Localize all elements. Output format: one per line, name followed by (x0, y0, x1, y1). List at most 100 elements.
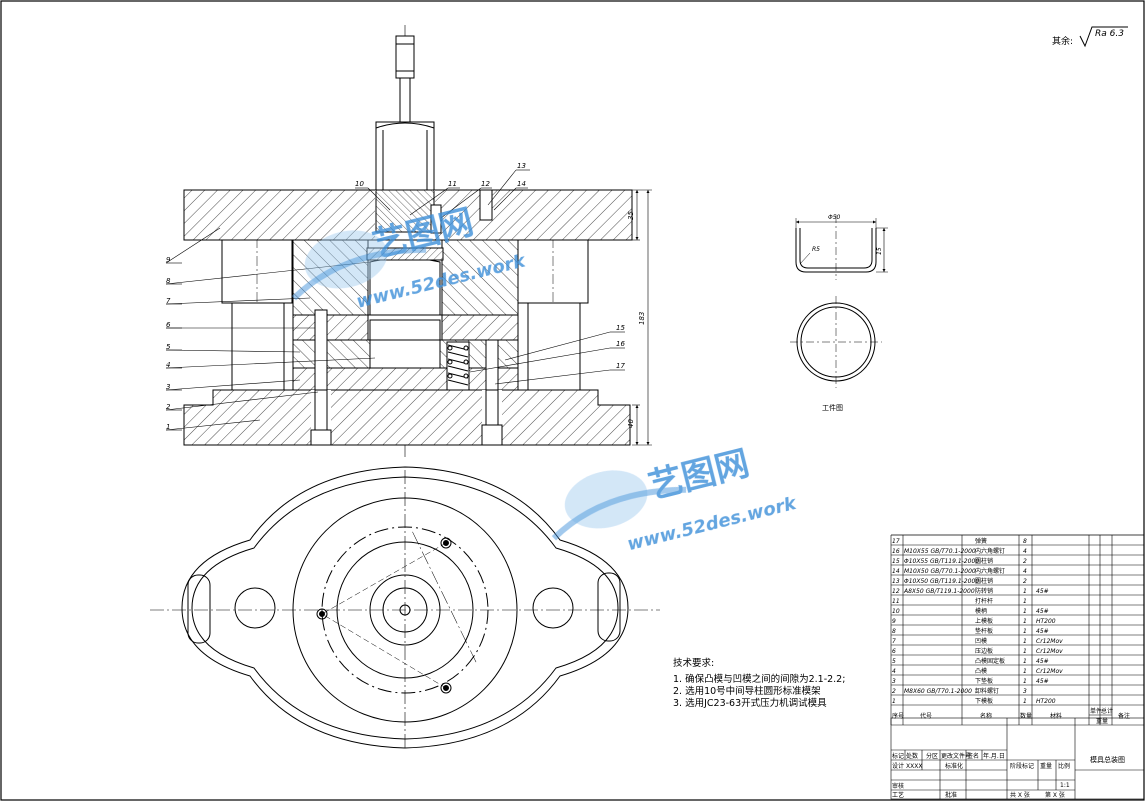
bom-row-no: 8 (892, 628, 896, 635)
callout-15: 15 (616, 324, 625, 332)
slot-left (187, 574, 211, 644)
bom-row-code: M10X55 GB/T70.1-2000 (904, 548, 976, 555)
bom-header-weight: 重量 (1096, 717, 1108, 725)
bom-row-qty: 1 (1023, 618, 1027, 625)
roughness-symbol: 其余: Ra 6.3 (1052, 26, 1128, 48)
bom-row-no: 4 (892, 668, 896, 675)
top-callouts (355, 169, 530, 219)
guide-hole-right (532, 587, 574, 629)
workpiece-radius-dim: R5 (812, 246, 820, 253)
callout-4: 4 (166, 361, 170, 369)
workpiece-drawing (790, 215, 888, 388)
vertical-dimensions (632, 189, 652, 446)
screw-hole-3 (316, 608, 328, 620)
tb-scale-value: 1:1 (1060, 782, 1070, 789)
bom-row-qty: 1 (1023, 628, 1027, 635)
bom-row-no: 3 (892, 678, 896, 685)
bom-row-material: 45# (1036, 588, 1049, 595)
callout-17: 17 (616, 362, 625, 370)
tech-req-title: 技术要求: (673, 657, 714, 669)
bom-row-qty: 1 (1023, 588, 1027, 595)
tb-designer: XXXX (906, 763, 922, 770)
bom-row-name: 压边板 (975, 647, 993, 655)
callout-13: 13 (517, 162, 526, 170)
bom-row-name: 模柄 (975, 607, 987, 615)
bom-header-remark: 备注 (1118, 712, 1130, 720)
bom-row-qty: 1 (1023, 598, 1027, 605)
callout-5: 5 (166, 343, 171, 351)
bom-row-material: HT200 (1036, 618, 1056, 625)
screw-hole-1 (440, 537, 452, 549)
bom-row-qty: 3 (1023, 688, 1027, 695)
bom-row-name: 下模板 (975, 697, 993, 705)
bom-row-no: 5 (892, 658, 896, 665)
bom-row-name: 下垫板 (975, 677, 993, 685)
bom-row-name: 圆柱销 (975, 557, 993, 565)
bom-row-name: 卸料螺钉 (975, 687, 999, 695)
bom-row-name: 内六角螺钉 (975, 567, 1005, 575)
roughness-value: Ra 6.3 (1095, 29, 1124, 39)
die-shank (375, 121, 435, 191)
bom-row-name: 打杆杆 (975, 597, 993, 605)
bom-row-material: HT200 (1036, 698, 1056, 705)
bom-row-no: 15 (892, 558, 900, 565)
callout-1: 1 (166, 423, 170, 431)
tb-drawing-name: 模具总装图 (1090, 755, 1125, 764)
bom-row-name: 防转销 (975, 587, 993, 595)
dim-top-plate: 35 (627, 211, 635, 220)
workpiece-caption: 工件图 (822, 403, 843, 412)
watermark-url-2: www.52des.work (625, 493, 799, 556)
title-block (890, 717, 1145, 800)
bom-row-material: 45# (1036, 658, 1049, 665)
bom-row-qty: 1 (1023, 678, 1027, 685)
bom-row-no: 11 (892, 598, 900, 605)
bom-row-material: 45# (1036, 628, 1049, 635)
tb-date: 年.月.日 (983, 752, 1005, 760)
callout-3: 3 (166, 383, 170, 391)
bom-row-qty: 1 (1023, 648, 1027, 655)
bom-row-qty: 1 (1023, 698, 1027, 705)
roughness-prefix: 其余: (1052, 35, 1073, 47)
tb-sign: 签名 (967, 752, 979, 760)
bom-row-no: 16 (892, 548, 900, 555)
tb-count: 处数 (906, 752, 918, 760)
bom-row-qty: 1 (1023, 658, 1027, 665)
bom-row-material: Cr12Mov (1036, 668, 1063, 675)
screw-hole-2 (440, 682, 452, 694)
bom-row-name: 凹模 (975, 637, 987, 645)
title-block-text: 标记 处数 分区 更改文件号 签名 年.月.日 设计 XXXX 标准化 审核 工… (892, 752, 1125, 799)
bom-row-code: M10X50 GB/T70.1-2000 (904, 568, 976, 575)
bom-header-code: 代号 (920, 712, 932, 720)
callout-9: 9 (166, 256, 171, 264)
tb-review: 审核 (892, 782, 904, 790)
bom-row-no: 6 (892, 648, 896, 655)
dowel-pin-upper (479, 189, 493, 221)
tb-zone: 分区 (926, 752, 938, 760)
callout-14: 14 (517, 180, 526, 188)
bom-row-qty: 8 (1023, 538, 1027, 545)
bom-row-qty: 4 (1023, 568, 1027, 575)
bom-row-name: 内六角螺钉 (975, 547, 1005, 555)
bom-header-unit-weight: 单件 (1090, 707, 1102, 715)
assembly-section-view (183, 25, 633, 460)
punch (369, 339, 441, 369)
bom-row-no: 9 (892, 618, 896, 625)
dowel-pin-side (430, 204, 442, 234)
callout-2: 2 (166, 403, 171, 411)
tb-scale: 比例 (1058, 762, 1070, 770)
bom-row-name: 凸模 (975, 667, 987, 675)
tb-sheet-no: 第 X 张 (1045, 791, 1065, 799)
slot-right (597, 572, 621, 642)
bom-row-qty: 4 (1023, 548, 1027, 555)
bom-header-total-weight: 总计 (1101, 707, 1113, 715)
bom-header-name: 名称 (980, 712, 992, 720)
workpiece-width-dim: Φ50 (828, 214, 841, 221)
tb-sheets-total: 共 X 张 (1010, 791, 1030, 799)
bom-row-no: 1 (892, 698, 896, 705)
lower-die-plate (183, 389, 631, 446)
bom-row-no: 12 (892, 588, 900, 595)
bom-row-qty: 1 (1023, 638, 1027, 645)
tb-approve: 批准 (945, 791, 957, 799)
